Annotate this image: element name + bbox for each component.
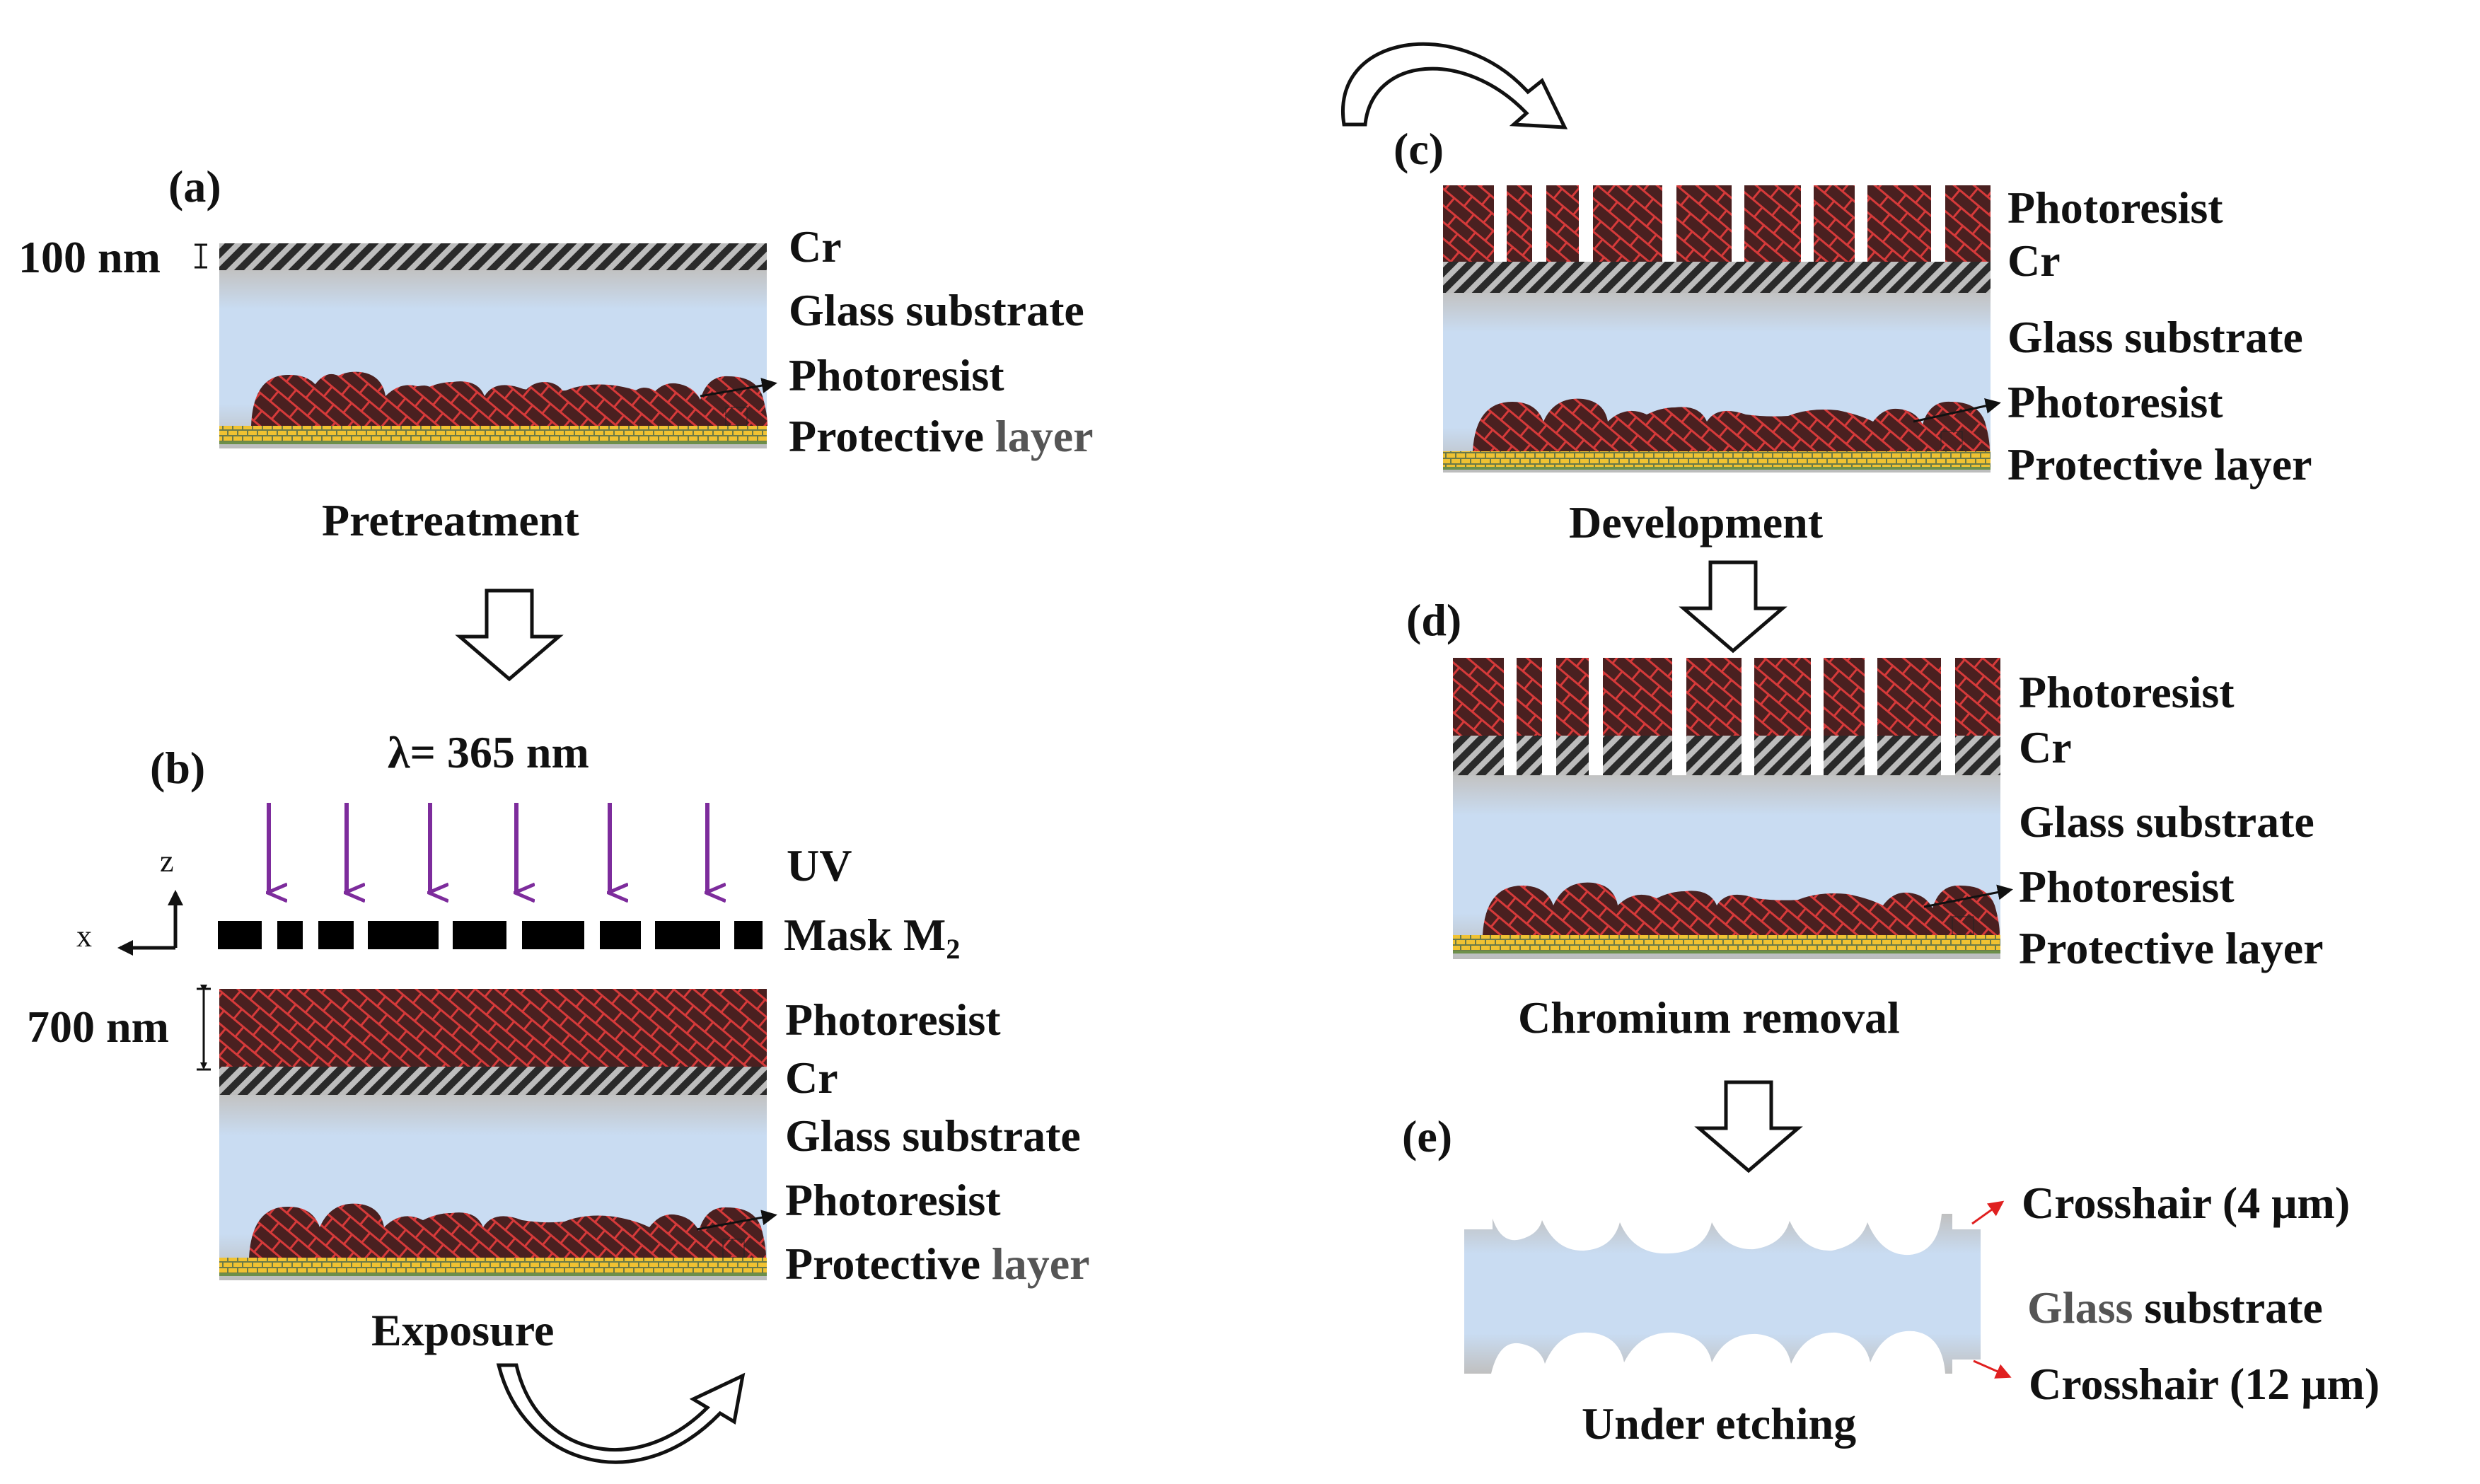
panel-d-photoresist-bumps: [1483, 882, 2000, 935]
panel-b-mask-segments: [218, 921, 763, 949]
panel-c-caption: Development: [1569, 497, 1824, 547]
panel-d-photoresist-top-label: Photoresist: [2019, 667, 2235, 717]
panel-d-photoresist-pointer: [1923, 884, 2013, 908]
panel-d-tag: (d): [1406, 595, 1461, 645]
panel-b-axes: [117, 890, 183, 956]
panel-c-crosshair-block: [1940, 431, 1963, 452]
panel-b-cr-layer: [219, 1067, 767, 1095]
panel-b-photoresist-label: Photoresist: [785, 1175, 1001, 1225]
step-arrow-d-to-e: [1694, 1080, 1803, 1173]
panel-d-crosshair-block: [1952, 916, 1974, 936]
panel-c-photoresist-bumps: [1473, 398, 1990, 451]
panel-b-glass-label: Glass substrate: [785, 1111, 1081, 1161]
panel-e-top-crosshair-notch: [1952, 1214, 1981, 1229]
panel-e-top-etch-profile: [1491, 1214, 1942, 1256]
panel-c-protective-label: Protective layer: [2007, 439, 2312, 489]
panel-e-top-crosshair-pointer: [1971, 1200, 2005, 1225]
panel-a-thickness-label: 100 nm: [18, 232, 161, 282]
panel-b-mask-subscript: 2: [946, 933, 960, 965]
panel-b-wavelength: λ= 365 nm: [388, 727, 589, 777]
curved-arrow-into-c: [1340, 42, 1568, 129]
panel-e-bottom-crosshair-notch: [1952, 1360, 1981, 1374]
panel-e-bottom-crosshair-pointer: [1973, 1360, 2012, 1379]
panel-a-caption: Pretreatment: [322, 495, 579, 545]
panel-c-glass-label: Glass substrate: [2007, 312, 2303, 362]
panel-e-caption: Under etching: [1582, 1398, 1856, 1449]
panel-b-axis-x: x: [76, 919, 92, 953]
panel-b-uv-label: UV: [787, 840, 852, 891]
panel-a: (a) 100 nm Cr Glass substrate Photoresis…: [18, 161, 1094, 545]
panel-b-thickness-marker: [197, 985, 211, 1071]
step-arrow-a-to-b: [455, 589, 564, 682]
panel-c-photoresist-top-label: Photoresist: [2007, 182, 2223, 233]
panel-b-crosshair-block: [722, 1239, 745, 1258]
panel-b-protective-layer: [219, 1258, 767, 1275]
panel-a-cr-label: Cr: [789, 221, 842, 272]
panel-e-bottom-etch-profile: [1491, 1331, 1945, 1374]
panel-a-glass-label: Glass substrate: [789, 285, 1084, 335]
panel-b-thickness-label: 700 nm: [27, 1002, 169, 1052]
panel-c-cr-label: Cr: [2007, 236, 2061, 286]
panel-c-photoresist-pillars: [1443, 185, 1991, 262]
panel-e-crosshair-bottom-label: Crosshair (12 μm): [2029, 1359, 2380, 1409]
panel-d-photoresist-label: Photoresist: [2019, 862, 2235, 912]
panel-b: λ= 365 nm (b) UV z x Mask M2: [27, 727, 1090, 1355]
panel-c-tag: (c): [1393, 124, 1444, 174]
panel-a-cr-layer: [219, 243, 767, 270]
step-arrow-c-to-d: [1679, 560, 1787, 654]
panel-b-photoresist-pointer: [696, 1210, 777, 1231]
panel-b-photoresist-top-label: Photoresist: [785, 995, 1001, 1045]
panel-e-glass-label-1: Glass: [2027, 1282, 2133, 1333]
svg-text:Protective layer: Protective layer: [785, 1239, 1090, 1289]
panel-d-protective-layer: [1453, 935, 2000, 952]
panel-b-photoresist-film: [219, 989, 767, 1067]
panel-a-thickness-marker: [195, 243, 207, 269]
panel-a-layer-label: layer: [995, 411, 1094, 461]
panel-a-protective-layer: [219, 426, 767, 443]
panel-e: (e) Crosshair (4 μm) Glass substrate Cro…: [1402, 1111, 2380, 1449]
panel-e-glass-label-2: substrate: [2144, 1282, 2322, 1333]
panel-b-layer-label: layer: [992, 1239, 1090, 1289]
panel-d-photoresist-pillars: [1453, 658, 2000, 736]
panel-c-cr-layer: [1443, 262, 1991, 293]
panel-b-cr-label: Cr: [785, 1053, 838, 1103]
panel-d-cr-segments: [1453, 736, 2000, 775]
svg-text:Protective layer: Protective layer: [789, 411, 1094, 461]
panel-c-photoresist-label: Photoresist: [2007, 377, 2223, 427]
panel-b-photoresist-bumps: [249, 1203, 766, 1258]
panel-a-tag: (a): [168, 161, 221, 211]
panel-b-uv-arrows: [269, 803, 707, 893]
panel-c-photoresist-pointer: [1913, 398, 2001, 423]
panel-d-cr-label: Cr: [2019, 722, 2072, 772]
panel-d-caption: Chromium removal: [1518, 992, 1900, 1043]
panel-b-caption: Exposure: [371, 1305, 554, 1355]
panel-d: (d) Photoresist: [1406, 595, 2324, 1043]
panel-d-protective-label: Protective layer: [2019, 923, 2324, 973]
svg-text:Mask M2: Mask M2: [784, 910, 960, 965]
panel-a-crosshair-block: [725, 407, 748, 427]
svg-text:Glass substrate: Glass substrate: [2027, 1282, 2323, 1333]
panel-a-photoresist-pointer: [700, 378, 777, 398]
panel-e-crosshair-top-label: Crosshair (4 μm): [2022, 1178, 2350, 1228]
panel-b-axis-z: z: [160, 844, 174, 879]
panel-b-tag: (b): [150, 743, 205, 793]
panel-a-protective-label: Protective: [789, 411, 984, 461]
panel-e-tag: (e): [1402, 1111, 1452, 1161]
panel-a-photoresist-label: Photoresist: [789, 350, 1004, 400]
curved-arrow-b-to-c: [496, 1363, 746, 1464]
panel-c: (c) Photoresist Cr Glass substrate Photo…: [1393, 124, 2312, 547]
panel-b-protective-label: Protective: [785, 1239, 980, 1289]
panel-c-protective-layer: [1443, 451, 1991, 468]
panel-b-mask-label: Mask M: [784, 910, 946, 960]
panel-d-glass-label: Glass substrate: [2019, 796, 2314, 847]
